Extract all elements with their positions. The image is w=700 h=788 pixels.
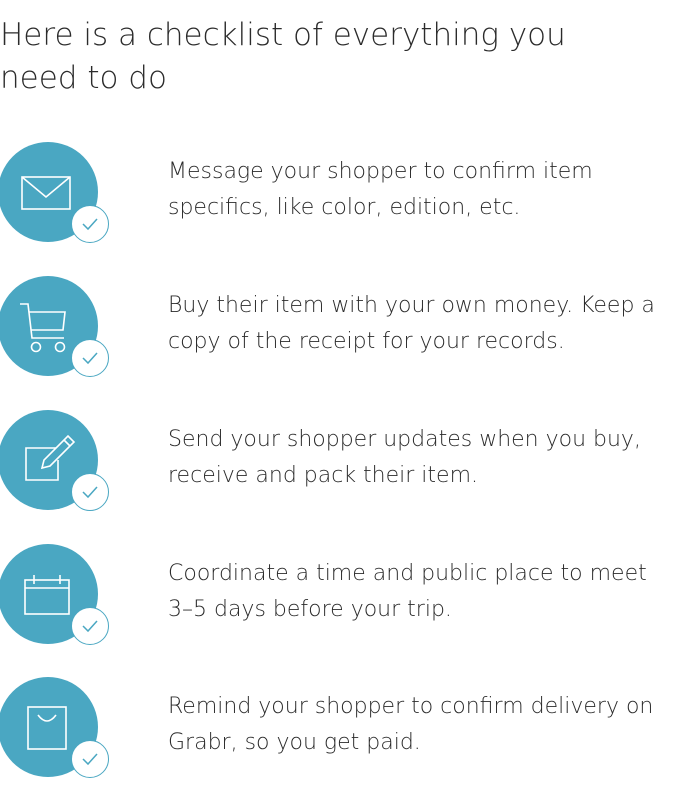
checkmark-icon	[82, 218, 98, 231]
checkmark-badge	[71, 473, 109, 511]
checkmark-badge	[71, 740, 109, 778]
checkmark-icon	[82, 486, 98, 499]
checklist-item-text: Remind your shopper to confirm delivery …	[168, 694, 654, 755]
checklist-item-text: Message your shopper to confirm item spe…	[168, 159, 593, 220]
checklist-item-text: Buy their item with your own money. Keep…	[168, 293, 655, 354]
checklist-item-icon	[0, 544, 113, 648]
checklist-item-icon	[0, 276, 113, 380]
checklist-item-icon	[0, 410, 113, 514]
checklist-item-coordinate: Coordinate a time and public place to me…	[0, 544, 700, 654]
checkmark-icon	[82, 753, 98, 766]
checklist-item-text: Send your shopper updates when you buy, …	[168, 427, 641, 488]
checkmark-badge	[71, 339, 109, 377]
edit-pencil-icon	[25, 434, 76, 481]
checklist-item-buy: Buy their item with your own money. Keep…	[0, 276, 700, 386]
checklist-item-icon	[0, 142, 113, 246]
page-title: Here is a checklist of everything you ne…	[0, 17, 566, 96]
checkmark-icon	[82, 620, 98, 633]
checkmark-badge	[71, 205, 109, 243]
envelope-icon	[21, 176, 71, 210]
checkmark-badge	[71, 607, 109, 645]
checklist-item-delivery: Remind your shopper to confirm delivery …	[0, 677, 700, 787]
shopping-cart-icon	[20, 303, 66, 353]
checklist-item-updates: Send your shopper updates when you buy, …	[0, 410, 700, 520]
shopping-bag-icon	[27, 706, 67, 750]
calendar-icon	[24, 575, 70, 615]
checklist-item-message: Message your shopper to confirm item spe…	[0, 142, 700, 252]
icon-circle	[0, 142, 98, 242]
checklist-item-icon	[0, 677, 113, 781]
checklist-item-text: Coordinate a time and public place to me…	[168, 561, 647, 622]
checkmark-icon	[82, 352, 98, 365]
